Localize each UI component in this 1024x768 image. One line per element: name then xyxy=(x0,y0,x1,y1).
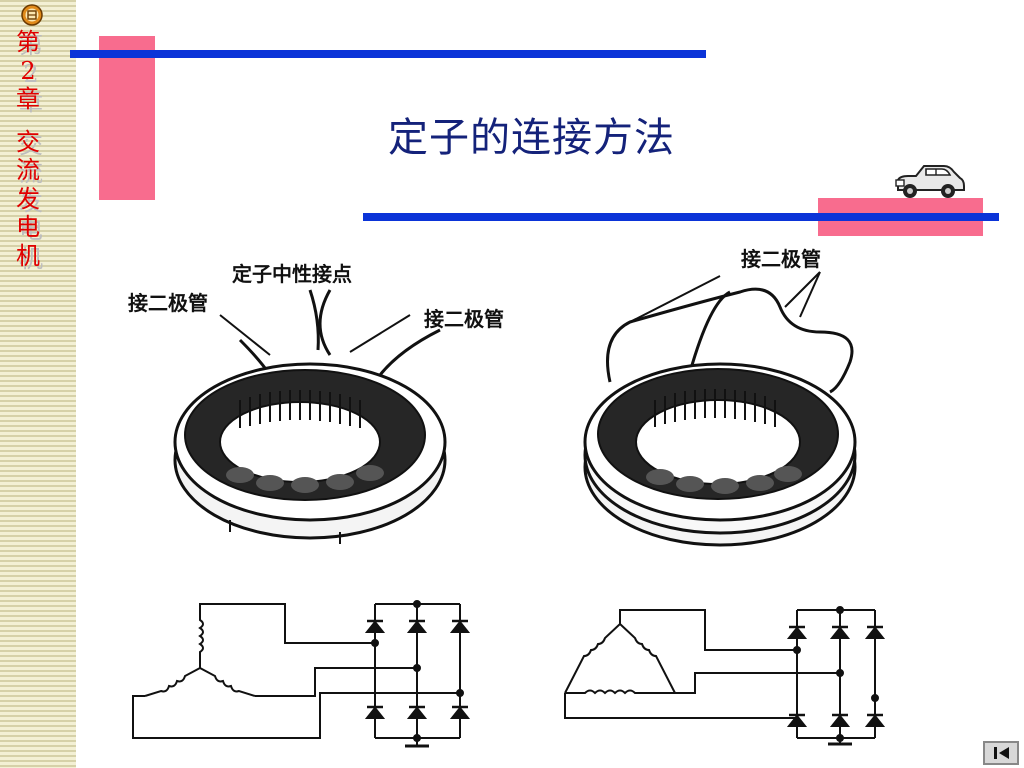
delta-rectifier-schematic xyxy=(555,598,895,750)
chapter-char: 第 xyxy=(16,28,40,56)
chapter-char xyxy=(8,114,48,128)
label-diode-right: 接二极管 xyxy=(741,247,821,271)
decor-pink-block-left xyxy=(99,36,155,200)
stator-delta-illustration xyxy=(570,262,870,552)
chapter-char: 章 xyxy=(16,85,40,113)
slide-title: 定子的连接方法 xyxy=(388,115,675,161)
chapter-label: 第 2 章 交 流 发 电 机 xyxy=(8,28,48,270)
last-slide-icon xyxy=(994,747,1009,759)
sidebar: 第 2 章 交 流 发 电 机 xyxy=(0,0,76,768)
decor-blue-line-top xyxy=(70,50,706,58)
label-neutral-point: 定子中性接点 xyxy=(232,262,352,286)
stator-wye-illustration xyxy=(160,270,460,560)
wye-rectifier-schematic xyxy=(125,598,485,750)
last-slide-button[interactable] xyxy=(983,741,1019,765)
chapter-char: 2 xyxy=(20,56,36,85)
decor-blue-line-bottom xyxy=(363,213,999,221)
label-diode-left-a: 接二极管 xyxy=(128,291,208,315)
car-icon xyxy=(892,158,966,202)
chapter-char: 电 xyxy=(16,213,40,241)
label-diode-left-b: 接二极管 xyxy=(424,307,504,331)
home-icon[interactable] xyxy=(21,4,43,26)
chapter-char: 发 xyxy=(16,184,40,213)
chapter-char: 流 xyxy=(16,156,40,184)
chapter-char: 机 xyxy=(16,241,40,270)
chapter-char: 交 xyxy=(16,127,40,156)
